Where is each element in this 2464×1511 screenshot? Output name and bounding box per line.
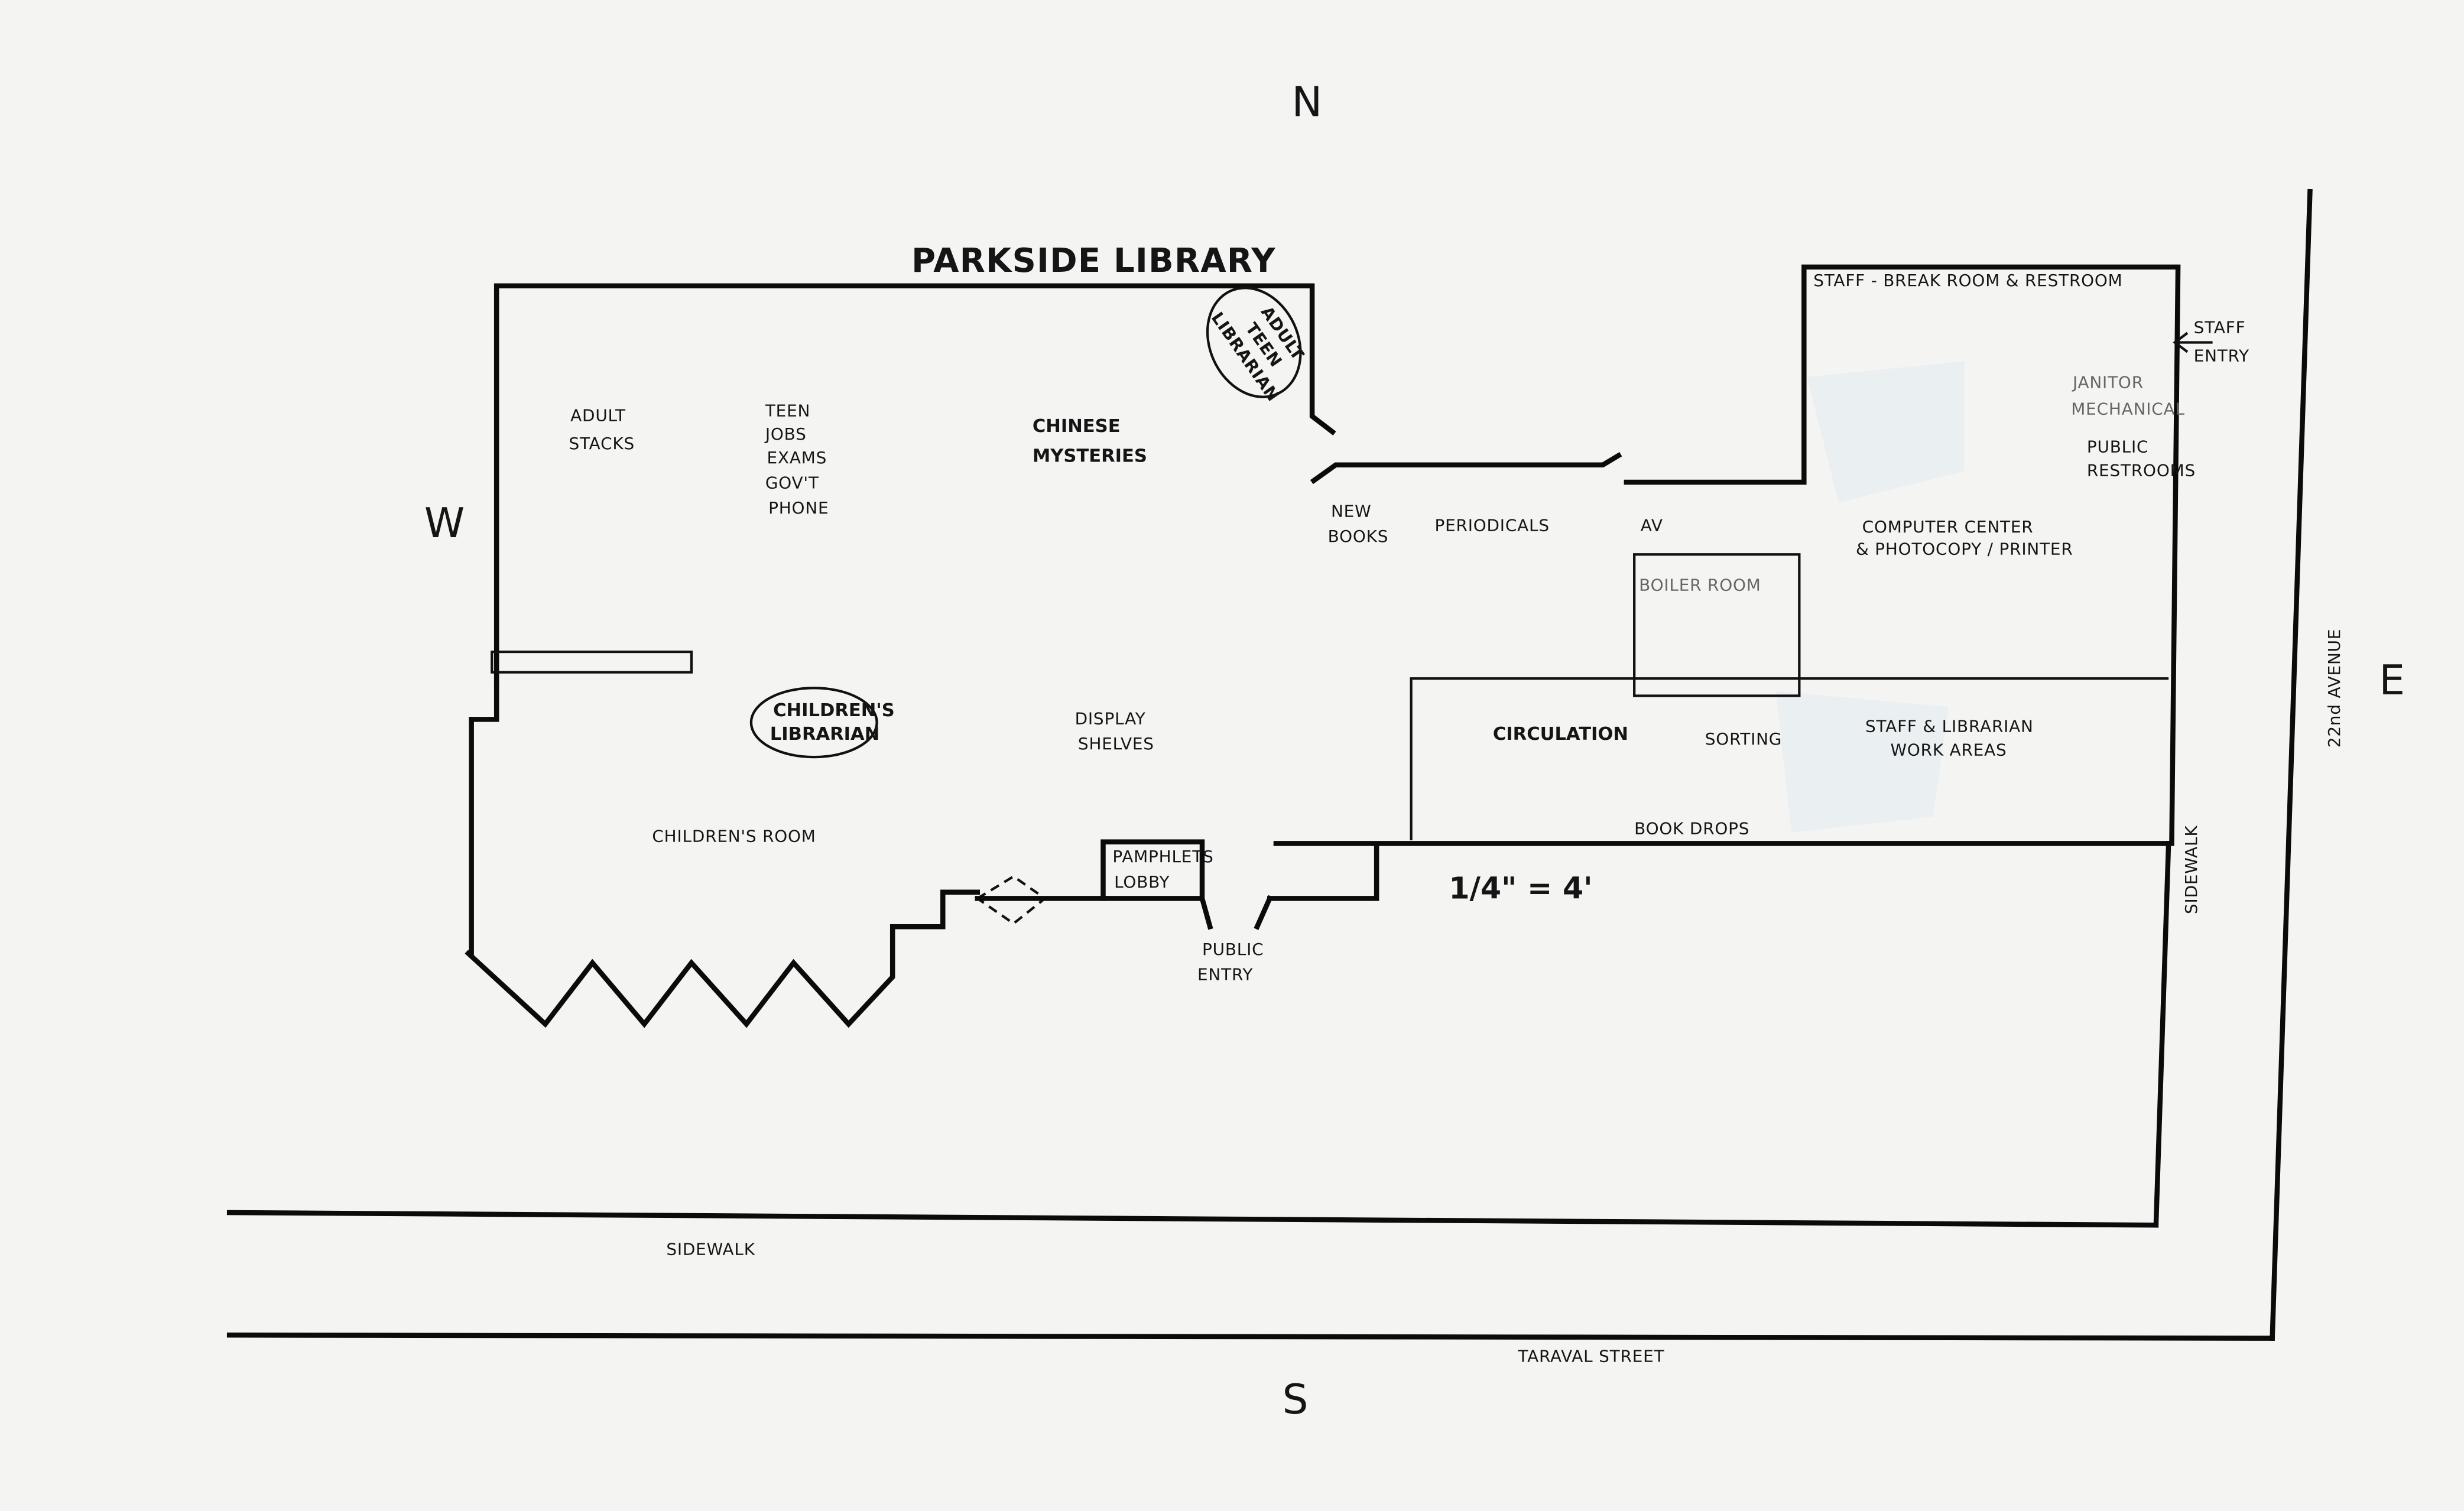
boiler-room-label: BOILER ROOM (1639, 575, 1761, 594)
pamphlets-lobby-label: PAMPHLETS LOBBY (1112, 847, 1213, 892)
book-drops-label: BOOK DROPS (1634, 818, 1749, 838)
public-entry-label: PUBLIC ENTRY (1197, 940, 1264, 984)
staff-work-areas-label: STAFF & LIBRARIAN WORK AREAS (1865, 717, 2034, 760)
zigzag-wall (465, 889, 981, 1028)
shelf (491, 650, 693, 674)
compass-south: S (1283, 1376, 1309, 1424)
compass-east: E (2379, 657, 2405, 704)
pamphlets-box (1100, 839, 1205, 901)
room-label-line: SHELVES (1078, 734, 1154, 753)
childrens-librarian-marker (749, 687, 878, 759)
compass-north: N (1292, 79, 1323, 126)
room-label-line: JOBS (764, 424, 807, 444)
room-label-line: STAFF (2194, 318, 2246, 337)
room-label-line: RESTROOMS (2087, 460, 2196, 480)
room-label-line: MECHANICAL (2071, 399, 2185, 419)
adult-stacks-label: ADULT STACKS (569, 405, 635, 453)
new-books-label: NEW BOOKS (1328, 501, 1389, 546)
room-label-line: JANITOR (2072, 373, 2144, 392)
periodicals-label: PERIODICALS (1434, 515, 1549, 535)
street-line (226, 1333, 2275, 1341)
room-label-line: LIBRARIAN (770, 724, 879, 745)
staff-break-room-label: STAFF - BREAK ROOM & RESTROOM (1813, 271, 2122, 290)
room-label-line: CHINESE (1033, 416, 1121, 437)
room-label-line: NEW (1331, 501, 1372, 521)
room-label-line: PUBLIC (2087, 437, 2148, 457)
circulation-label: CIRCULATION (1493, 724, 1628, 745)
room-label-line: DISPLAY (1075, 709, 1146, 728)
correction-patch (1775, 361, 1965, 833)
taraval-street-label: TARAVAL STREET (1517, 1346, 1664, 1366)
room-label-line: ADULT (570, 405, 626, 425)
room-label-line: COMPUTER CENTER (1862, 517, 2034, 537)
compass-west: W (424, 500, 465, 547)
room-label-line: PAMPHLETS (1112, 847, 1213, 866)
av-label: AV (1641, 515, 1663, 535)
building-walls (226, 189, 2313, 1341)
janitor-label: JANITOR MECHANICAL (2071, 373, 2185, 419)
room-label-line: PUBLIC (1202, 940, 1264, 959)
room-label-line: ENTRY (1197, 965, 1253, 984)
sorting-label: SORTING (1705, 729, 1782, 749)
room-label-line: TEEN (765, 401, 810, 420)
room-label-line: STACKS (569, 434, 635, 453)
room-label-line: MYSTERIES (1033, 446, 1147, 466)
east-sidewalk-label: SIDEWALK (2181, 826, 2201, 914)
room-label-line: BOOKS (1328, 527, 1389, 546)
room-label-line: & PHOTOCOPY / PRINTER (1856, 539, 2073, 558)
south-sidewalk-label: SIDEWALK (666, 1240, 755, 1259)
computer-center-label: COMPUTER CENTER & PHOTOCOPY / PRINTER (1856, 517, 2073, 558)
room-label-line: LOBBY (1114, 872, 1170, 892)
scale-label: 1/4" = 4' (1449, 870, 1592, 905)
sidewalk-line (226, 1210, 2159, 1228)
childrens-room-label: CHILDREN'S ROOM (652, 827, 816, 846)
staff-entry-label: STAFF ENTRY (2194, 318, 2249, 366)
arrow-icon (2173, 332, 2189, 353)
room-label-line: EXAMS (767, 448, 827, 467)
room-label-line: ENTRY (2194, 346, 2249, 365)
room-label-line: GOV'T (765, 473, 819, 493)
display-shelves-label: DISPLAY SHELVES (1075, 709, 1154, 753)
room-label-line: PHONE (768, 498, 829, 518)
boiler-room-box (1633, 553, 1801, 697)
library-title: PARKSIDE LIBRARY (911, 242, 1276, 280)
room-label-line: WORK AREAS (1891, 740, 2007, 760)
avenue-label: 22nd AVENUE (2325, 629, 2344, 748)
public-restrooms-label: PUBLIC RESTROOMS (2087, 437, 2196, 480)
adult-teen-librarian-label: ADULT TEEN LIBRARIAN (1207, 303, 1308, 405)
room-label-line: STAFF & LIBRARIAN (1865, 717, 2034, 736)
childrens-librarian-label: CHILDREN'S LIBRARIAN (770, 700, 895, 745)
chinese-mysteries-label: CHINESE MYSTERIES (1033, 416, 1147, 466)
librarian-desk-marker (1206, 287, 1302, 398)
teen-label: TEEN JOBS EXAMS GOV'T PHONE (764, 401, 829, 518)
avenue-line (2270, 189, 2313, 1341)
room-label-line: CHILDREN'S (773, 700, 895, 721)
